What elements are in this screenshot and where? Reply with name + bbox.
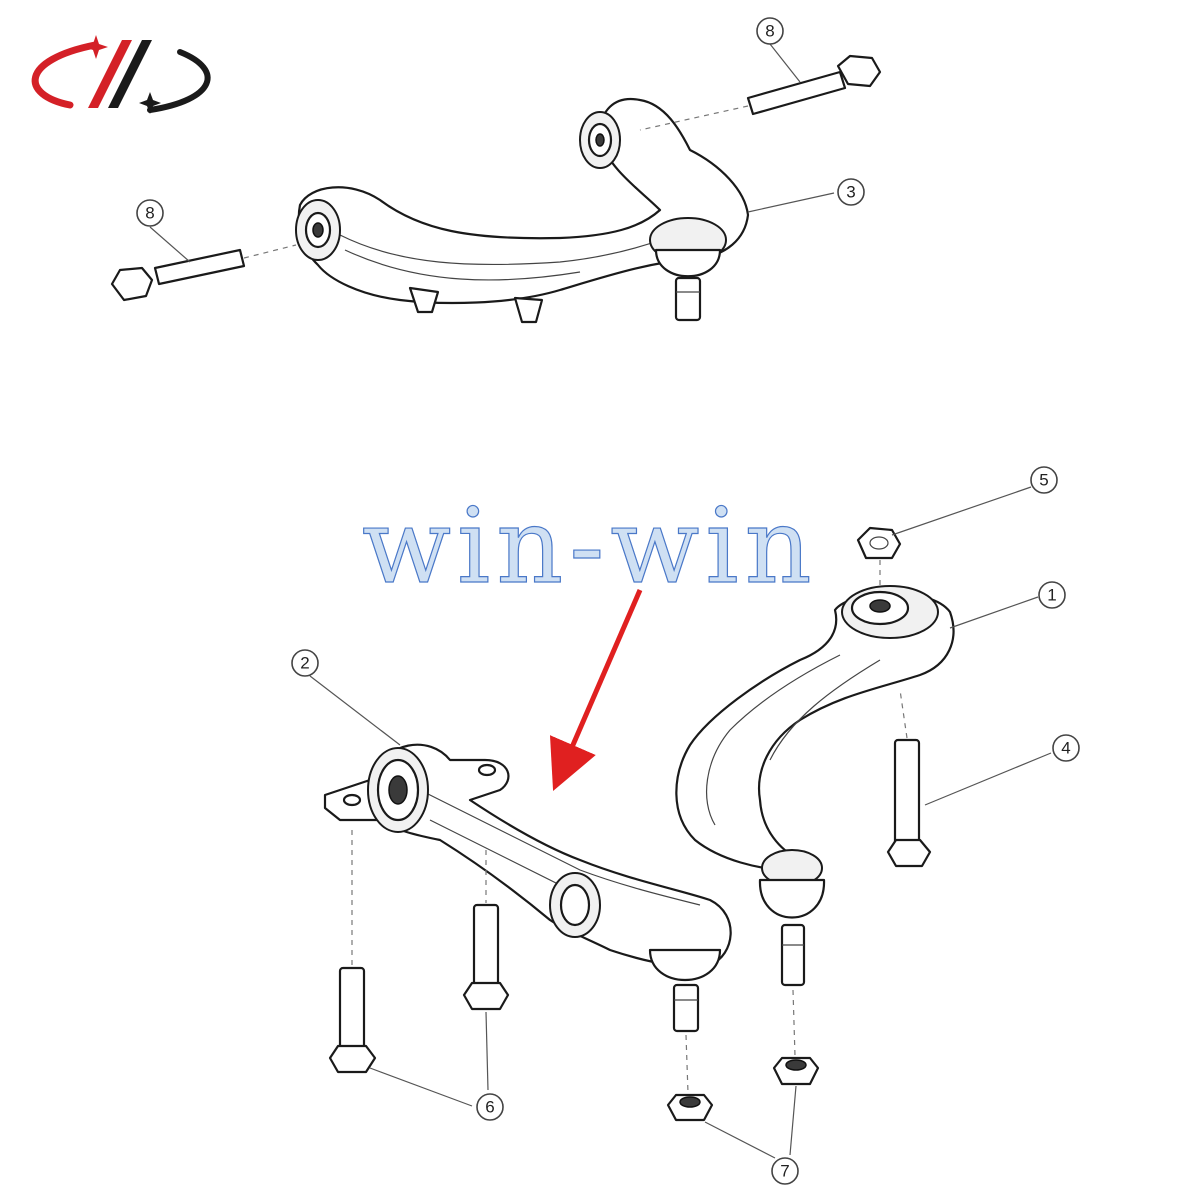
callout-3: 3	[837, 178, 865, 206]
callout-2: 2	[291, 649, 319, 677]
nut-5	[856, 526, 902, 590]
callout-1: 1	[1038, 581, 1066, 609]
upper-arm-rear-bushing	[579, 111, 621, 169]
bolt-6-left	[328, 830, 377, 1074]
svg-text:8: 8	[765, 22, 774, 41]
nut-7-left	[666, 1034, 714, 1122]
lower-arm-rear-ball-joint	[758, 849, 826, 987]
lower-arm-rear-bushing	[549, 872, 601, 938]
callout-4: 4	[1052, 734, 1080, 762]
lower-arm-front-bushing	[367, 747, 429, 833]
upper-control-arm	[295, 97, 750, 324]
svg-text:7: 7	[780, 1162, 789, 1181]
brand-logo-icon	[31, 35, 211, 114]
bolt-6-right	[462, 850, 510, 1011]
upper-arm-rear-bolt	[639, 54, 882, 131]
callout-8a: 8	[756, 17, 784, 45]
lower-control-arm-front	[323, 743, 732, 1033]
upper-arm-front-bushing	[295, 199, 341, 261]
lower-control-arm-rear	[675, 585, 955, 987]
callout-6: 6	[476, 1093, 504, 1121]
upper-arm-ball-joint	[649, 217, 727, 322]
callout-5: 5	[1030, 466, 1058, 494]
svg-text:4: 4	[1061, 739, 1070, 758]
lower-arm-rear-bushing-top	[841, 585, 939, 639]
upper-arm-front-bolt	[110, 244, 297, 302]
svg-text:6: 6	[485, 1098, 494, 1117]
svg-text:8: 8	[145, 204, 154, 223]
red-arrow	[549, 589, 643, 791]
svg-text:3: 3	[846, 183, 855, 202]
nut-7-right	[772, 989, 820, 1086]
bolt-4	[886, 689, 932, 868]
svg-text:1: 1	[1047, 586, 1056, 605]
lower-arm-front-ball-joint	[648, 948, 722, 1033]
svg-text:5: 5	[1039, 471, 1048, 490]
watermark-text: win-win	[362, 485, 818, 607]
leader-lines	[149, 43, 1052, 1159]
callout-7: 7	[771, 1157, 799, 1185]
svg-text:2: 2	[300, 654, 309, 673]
callout-8b: 8	[136, 199, 164, 227]
